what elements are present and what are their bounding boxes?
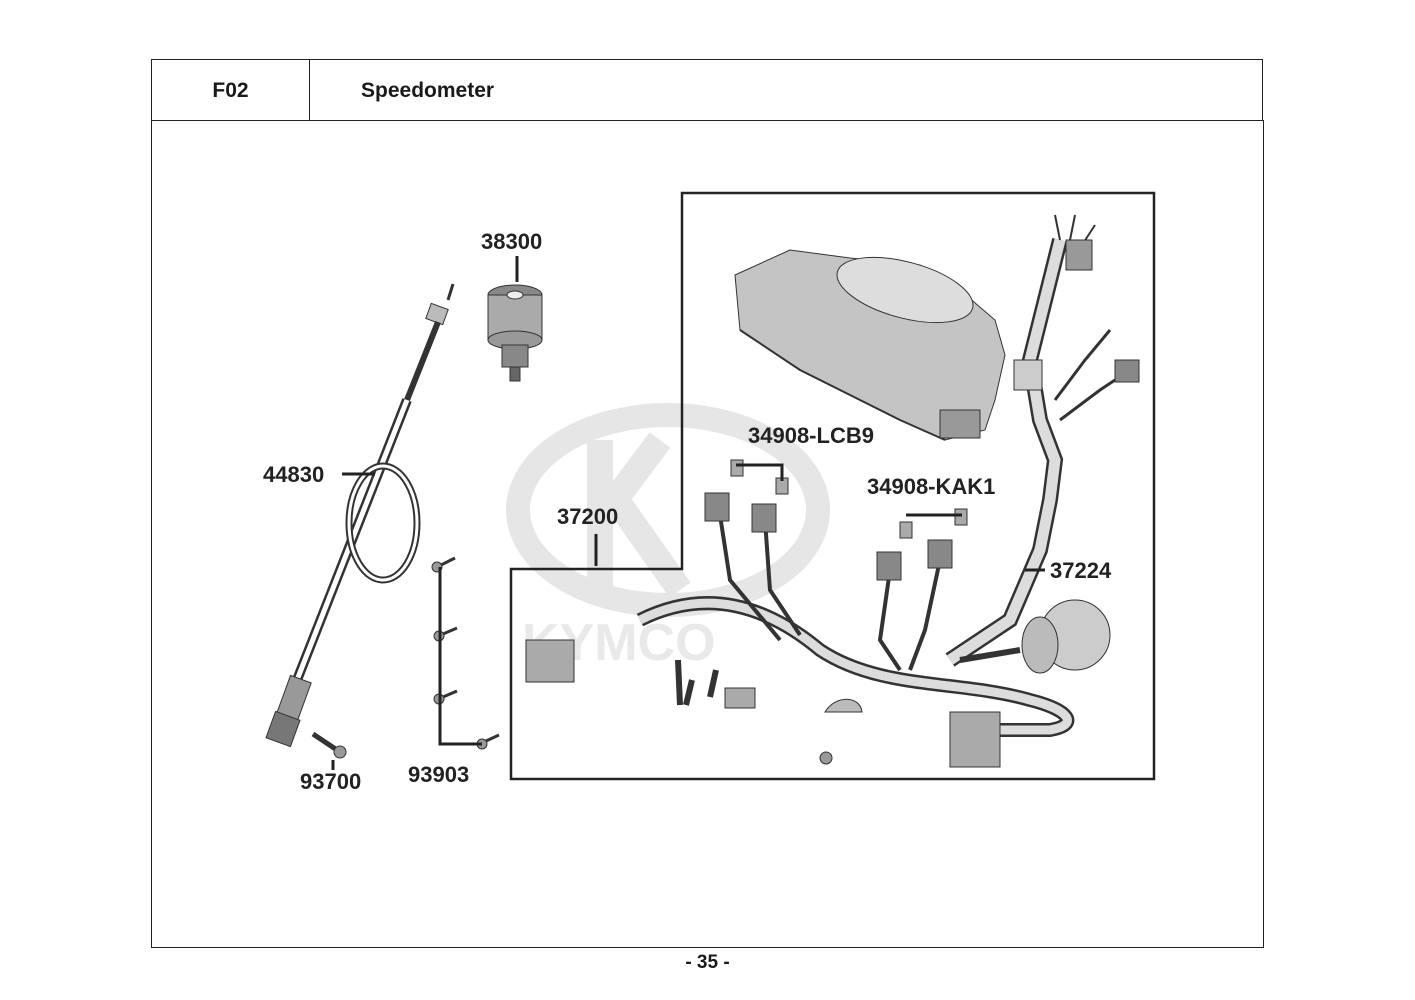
- meter-housing-drawing: [734, 249, 1006, 441]
- header-row: F02 Speedometer: [151, 59, 1263, 121]
- harness-screws-drawing: [675, 659, 863, 765]
- assembly-boundary: [509, 191, 1156, 781]
- leader-lines: [331, 256, 1045, 770]
- diagram-frame: [151, 120, 1264, 948]
- label-93700: 93700: [300, 769, 361, 794]
- page-number: - 35 -: [685, 952, 730, 973]
- gear-box-drawing: [487, 284, 543, 382]
- wire-harness-drawing: [525, 214, 1140, 768]
- label-38300: 38300: [481, 229, 542, 254]
- speedometer-cable-drawing: [265, 283, 455, 748]
- label-37200: 37200: [557, 504, 618, 529]
- cable-screw-drawing: [311, 731, 347, 759]
- label-44830: 44830: [263, 462, 324, 487]
- label-34908-kak1: 34908-KAK1: [867, 474, 995, 499]
- section-code: F02: [152, 60, 310, 121]
- label-34908-lcb9: 34908-LCB9: [748, 423, 874, 448]
- tapping-screws-drawing: [431, 556, 500, 750]
- section-title: Speedometer: [361, 78, 495, 102]
- label-37224: 37224: [1050, 558, 1112, 583]
- label-93903: 93903: [408, 762, 469, 787]
- bulb-sockets-drawing: [704, 459, 968, 672]
